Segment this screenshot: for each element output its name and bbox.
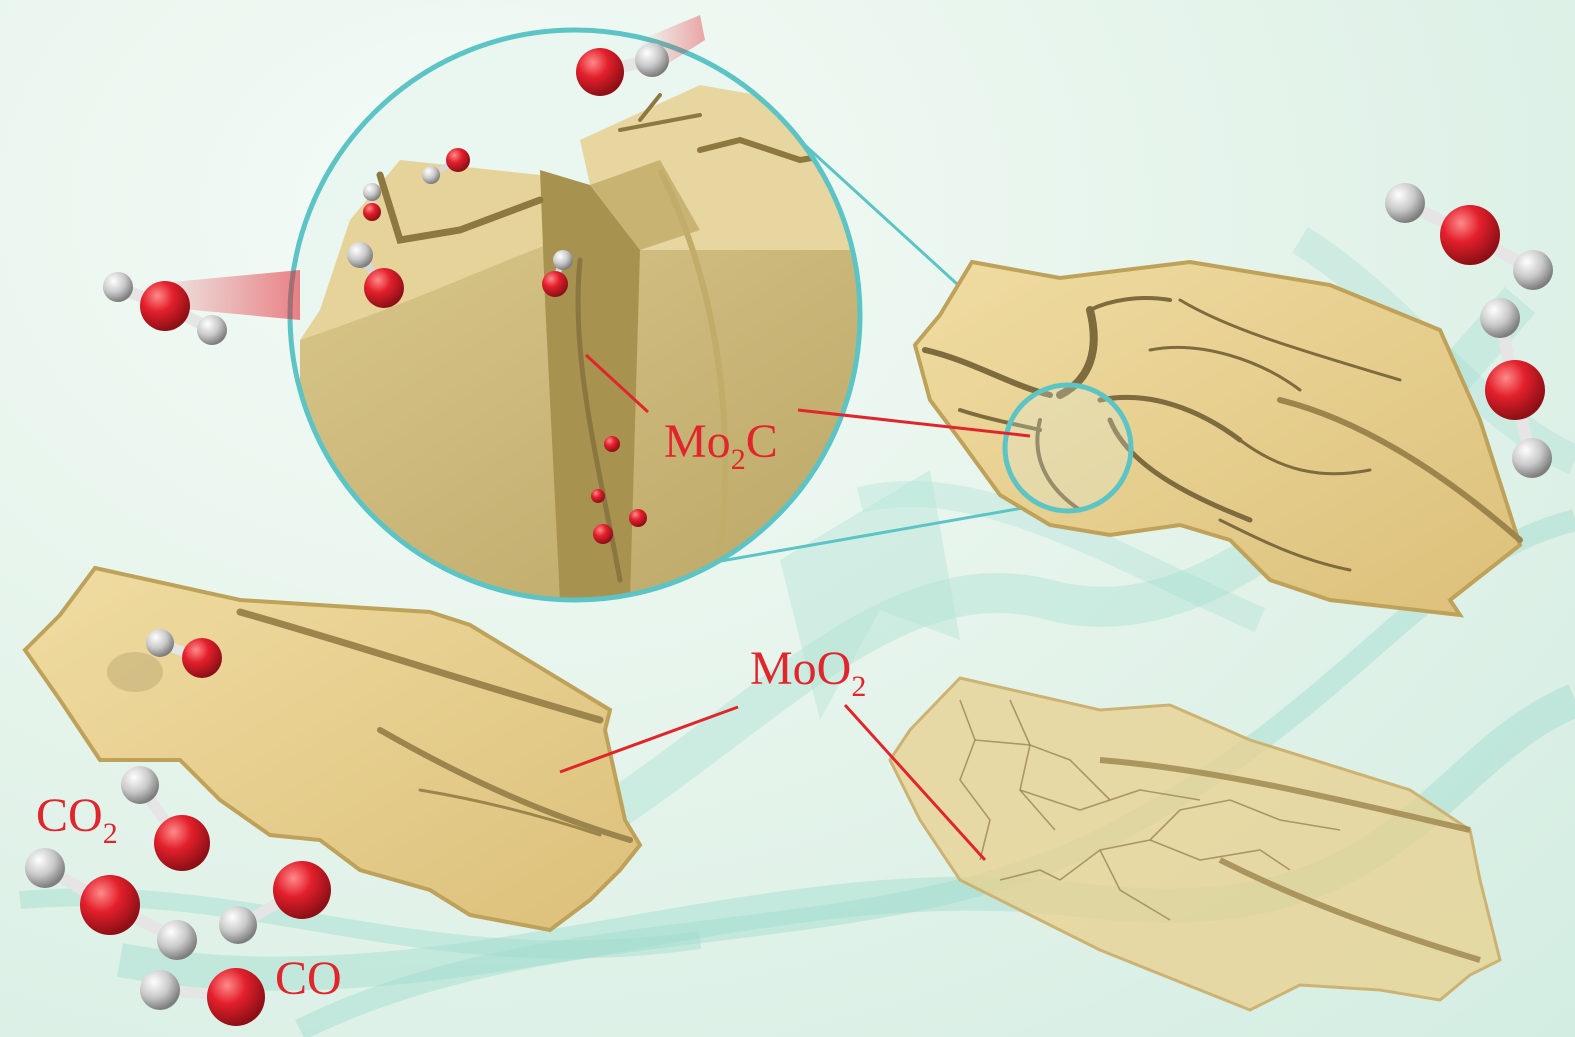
label-co2: CO2: [36, 789, 118, 849]
mo2c-leader-zoom: [584, 353, 650, 414]
label-moo2-subscript: 2: [851, 670, 867, 703]
label-co2-main: CO: [36, 789, 103, 842]
flake-moo2-right: [888, 676, 1502, 1012]
label-mo2c-subscript: 2: [730, 443, 746, 476]
magnified-view: [287, 27, 863, 603]
label-mo2c-tail: C: [745, 415, 778, 468]
label-co: CO: [275, 955, 342, 1003]
molecules: [25, 15, 1553, 1026]
magnified-molecules: [347, 148, 647, 544]
label-moo2-main: MoO: [750, 642, 852, 695]
label-co-main: CO: [275, 952, 342, 1005]
magnifier-focus-ring: [1002, 382, 1134, 514]
label-co2-subscript: 2: [102, 817, 118, 850]
moo2-leader-right: [843, 703, 987, 862]
mo2c-leader-flake: [797, 408, 1031, 438]
label-mo2c: Mo2C: [664, 415, 778, 475]
label-moo2: MoO2: [750, 642, 866, 702]
flake-mo2c: [912, 259, 1523, 618]
flake-moo2-left: [22, 565, 643, 933]
label-mo2c-main: Mo: [664, 415, 731, 468]
leader-lines: [559, 353, 1031, 862]
background-arrow: [780, 470, 960, 720]
moo2-leader-left: [559, 705, 739, 774]
